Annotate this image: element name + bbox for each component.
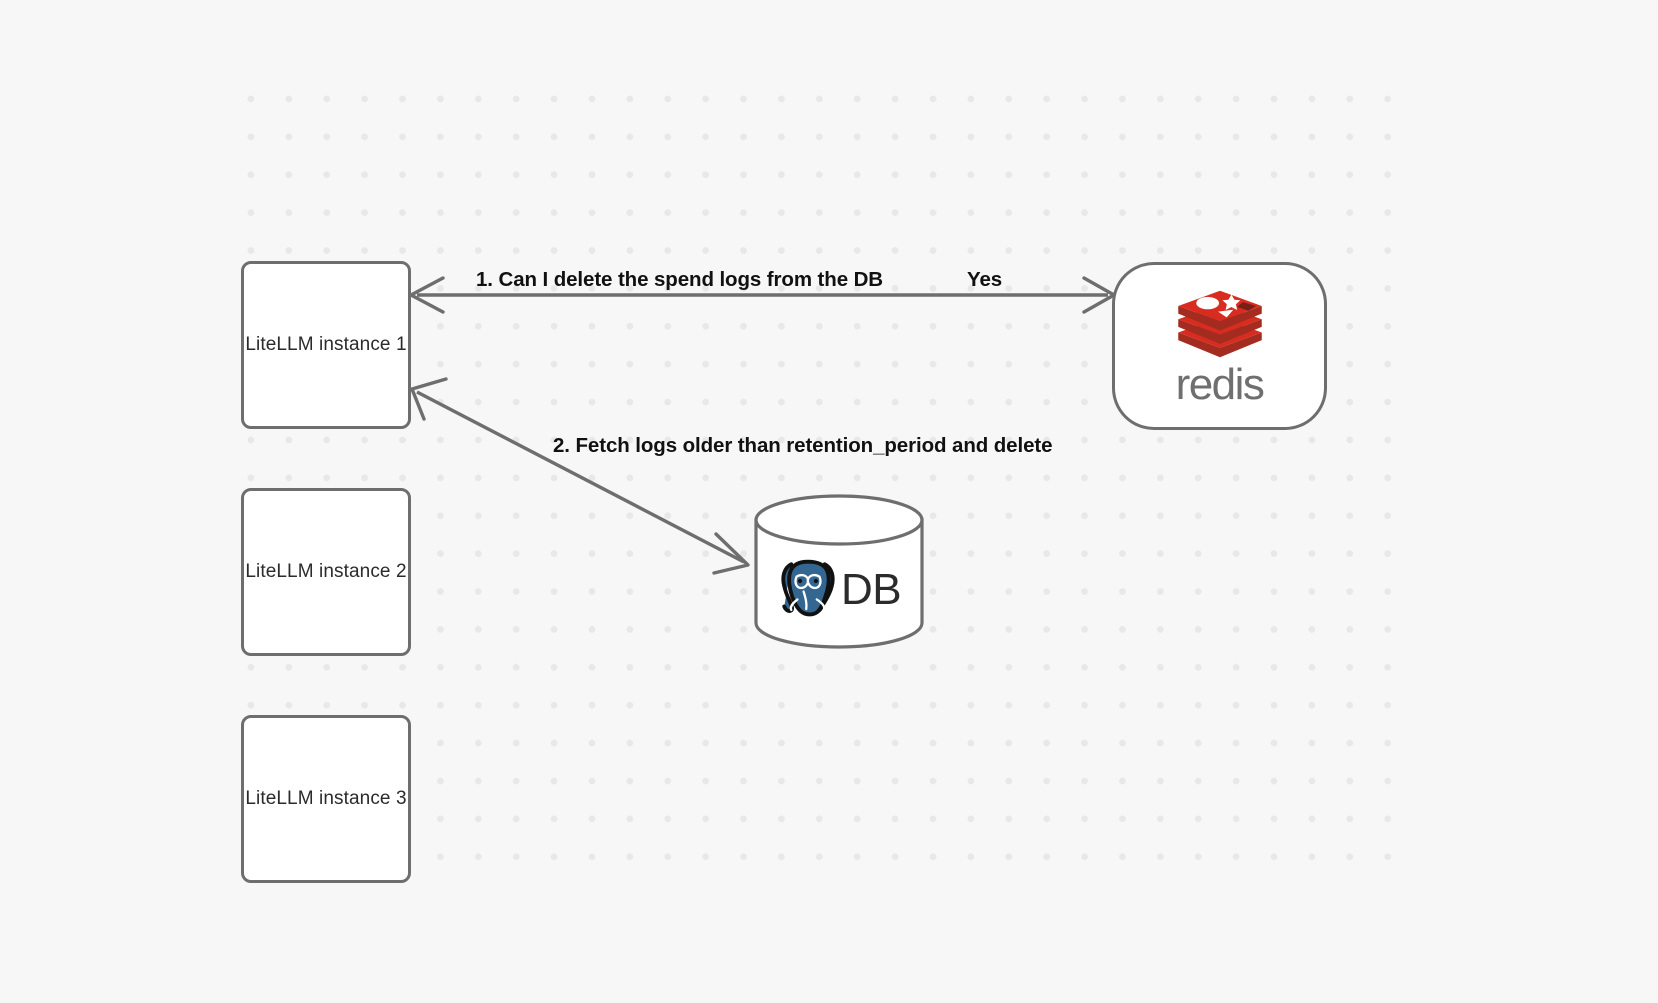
node-litellm-instance-2[interactable]: LiteLLM instance 2 bbox=[241, 488, 411, 656]
arrowhead-upper-edge2 bbox=[410, 377, 448, 421]
node-litellm-instance-3[interactable]: LiteLLM instance 3 bbox=[241, 715, 411, 883]
edge-litellm1-database[interactable] bbox=[410, 377, 750, 575]
node-redis[interactable]: redis bbox=[1112, 262, 1327, 430]
postgresql-elephant-icon bbox=[777, 559, 839, 622]
edge-label-yes: Yes bbox=[967, 268, 1003, 291]
arrowhead-lower-edge2 bbox=[712, 532, 750, 575]
node-label-litellm-3: LiteLLM instance 3 bbox=[245, 788, 407, 809]
redis-wordmark: redis bbox=[1175, 360, 1265, 409]
redis-logo-icon bbox=[1172, 287, 1268, 361]
database-label: DB bbox=[840, 565, 902, 614]
edge-label-1: 1. Can I delete the spend logs from the … bbox=[476, 268, 884, 291]
arrowhead-left-edge1 bbox=[409, 276, 445, 314]
edge-label-2: 2. Fetch logs older than retention_perio… bbox=[553, 434, 1053, 457]
node-litellm-instance-1[interactable]: LiteLLM instance 1 bbox=[241, 261, 411, 429]
node-label-litellm-2: LiteLLM instance 2 bbox=[245, 561, 407, 582]
node-database[interactable]: DB bbox=[753, 494, 925, 649]
node-label-litellm-1: LiteLLM instance 1 bbox=[245, 334, 407, 355]
